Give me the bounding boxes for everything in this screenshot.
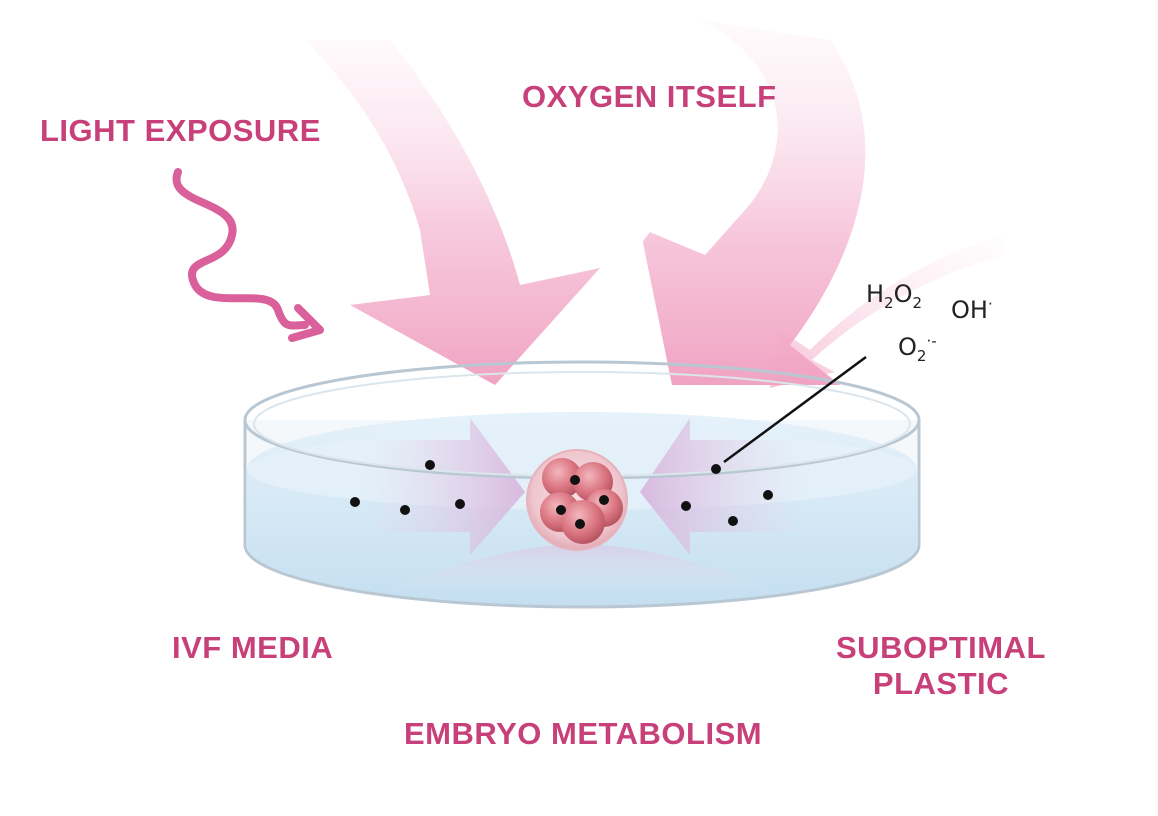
- ros-dot: [400, 505, 410, 515]
- oxygen-arrow-right: [640, 20, 866, 385]
- embryo-cell-cluster-icon: [526, 449, 628, 551]
- ivf-media-label: IVF MEDIA: [172, 630, 334, 665]
- plastic-arrow-right: [640, 418, 807, 555]
- embryo-metabolism-label: EMBRYO METABOLISM: [404, 716, 763, 751]
- light-exposure-label: LIGHT EXPOSURE: [40, 113, 321, 148]
- hydroxyl-formula: OH·: [951, 295, 993, 324]
- superoxide-formula: O2·-: [898, 332, 937, 365]
- metabolism-arrow-bottom: [390, 545, 770, 590]
- suboptimal-plastic-label: SUBOPTIMAL PLASTIC: [836, 630, 1046, 701]
- ros-dot: [711, 464, 721, 474]
- ros-pointer-line: [723, 355, 867, 464]
- ros-dot: [570, 475, 580, 485]
- ros-dot: [350, 497, 360, 507]
- ros-dot: [455, 499, 465, 509]
- ros-dot: [575, 519, 585, 529]
- dish-rim-bottom: [243, 544, 921, 609]
- wavy-arrow-icon: [172, 168, 324, 342]
- ros-dot: [425, 460, 435, 470]
- ros-dot: [763, 490, 773, 500]
- h2o2-formula: H2O2: [866, 280, 923, 312]
- suboptimal-line: SUBOPTIMAL: [836, 630, 1046, 665]
- ros-dot: [681, 501, 691, 511]
- oxygen-itself-label: OXYGEN ITSELF: [522, 79, 777, 114]
- oxygen-arrow-left: [305, 40, 600, 385]
- media-arrow-left: [362, 418, 525, 555]
- ros-dot: [728, 516, 738, 526]
- ros-dot: [599, 495, 609, 505]
- ros-dot: [556, 505, 566, 515]
- plastic-line: PLASTIC: [872, 665, 1010, 701]
- arrow-gap: [610, 40, 687, 245]
- oxygen-arrow-far: [770, 235, 1005, 388]
- ros-dots: [350, 460, 773, 529]
